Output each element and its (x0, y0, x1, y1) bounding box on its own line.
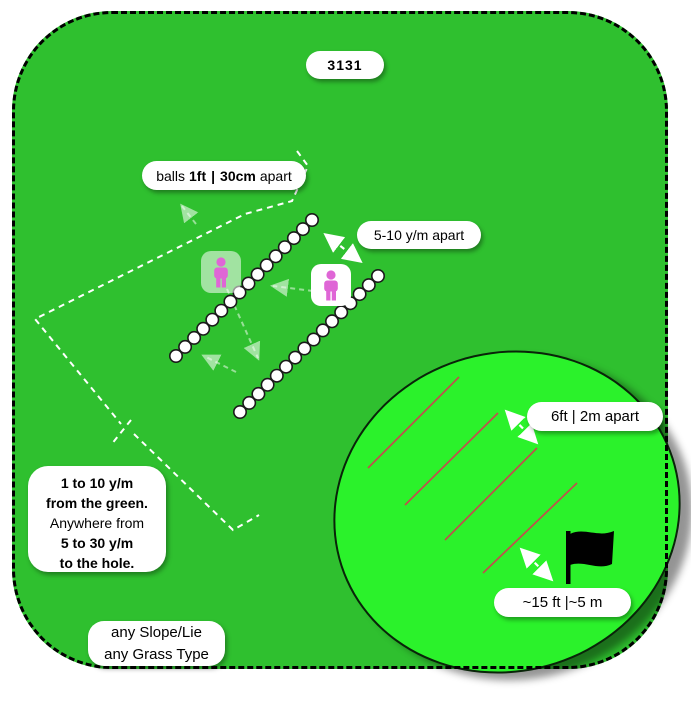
drill-id-badge: 3131 (306, 51, 384, 79)
line-gap-label: 5-10 y/m apart (357, 221, 481, 249)
balls-label-prefix: balls (156, 167, 185, 184)
distance-line-3: Anywhere from (49, 515, 145, 531)
drill-id-text: 3131 (327, 57, 363, 73)
balls-label-sep: | (211, 167, 216, 184)
golf-drill-diagram: { "labels": { "title": "3131", "balls": … (12, 11, 691, 718)
ball-spacing-label: balls 1ft | 30cm apart (142, 161, 306, 190)
distance-line-2: from the green. (46, 495, 148, 511)
line-gap-text: 5-10 y/m apart (373, 227, 465, 243)
hole-distance-label: ~15 ft |~5 m (494, 588, 631, 617)
distance-line-4: 5 to 30 y/m (60, 535, 134, 551)
green-line-gap-label: 6ft | 2m apart (527, 402, 663, 431)
distance-instructions-box: 1 to 10 y/m from the green. Anywhere fro… (28, 466, 166, 572)
distance-line-5: to the hole. (59, 555, 135, 571)
conditions-line-1: any Slope/Lie (111, 623, 202, 641)
hole-distance-text: ~15 ft |~5 m (522, 594, 603, 611)
conditions-line-2: any Grass Type (104, 645, 209, 663)
balls-label-cm: 30cm (220, 167, 256, 184)
distance-line-1: 1 to 10 y/m (60, 475, 134, 491)
green-line-gap-text: 6ft | 2m apart (550, 408, 640, 425)
balls-label-suffix: apart (259, 167, 292, 184)
balls-label-ft: 1ft (189, 167, 207, 184)
conditions-box: any Slope/Lie any Grass Type (88, 621, 225, 666)
